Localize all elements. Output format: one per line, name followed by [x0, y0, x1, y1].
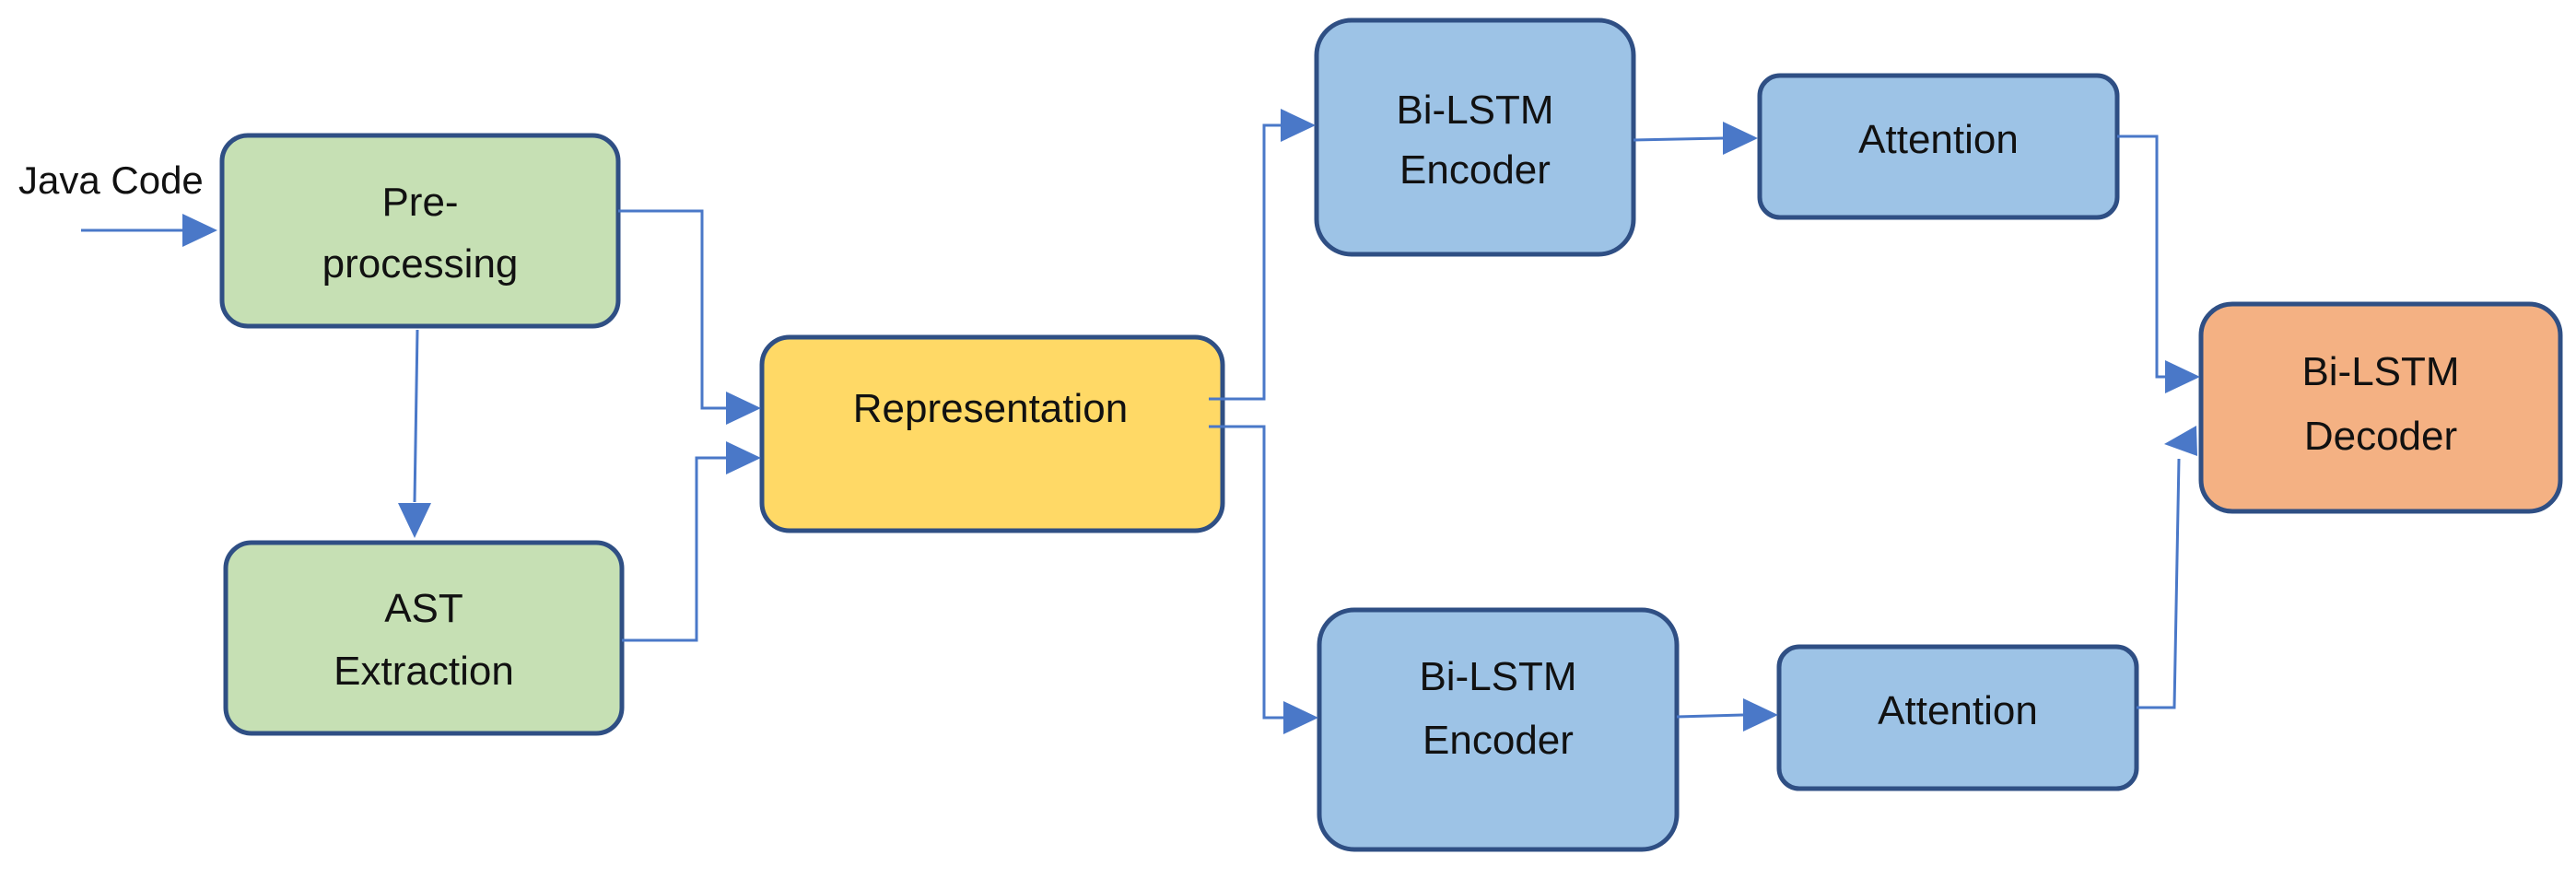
preprocessing-box	[219, 133, 621, 329]
bilstm-encoder-bottom-box	[1317, 607, 1680, 852]
ast-extraction-box	[223, 540, 625, 736]
attention-bottom-box	[1776, 644, 2139, 791]
ast-extraction-label-line1: AST	[384, 586, 463, 631]
arrow-attention-top-to-decoder-head	[2165, 360, 2200, 393]
arrow-representation-to-encoder-bottom	[1209, 425, 1283, 720]
attention-bottom-label: Attention	[1878, 688, 2038, 733]
bilstm-decoder-box	[2198, 301, 2563, 514]
arrow-preprocessing-to-representation-head	[726, 392, 761, 425]
arrow-attention-bottom-to-decoder-head	[2164, 426, 2197, 456]
arrow-encoder-top-to-attention-top	[1633, 136, 1724, 142]
arrow-representation-to-encoder-bottom-head	[1283, 701, 1318, 734]
preprocessing-label-line1: Pre-	[381, 180, 458, 225]
arrow-preprocessing-to-ast-head	[398, 503, 431, 538]
arrow-input-to-preprocessing-head	[182, 214, 217, 247]
arrow-ast-to-representation-head	[726, 441, 761, 474]
arrow-ast-to-representation	[622, 456, 726, 642]
arrow-encoder-bottom-to-attention-bottom	[1676, 713, 1744, 719]
preprocessing-label-line2: processing	[322, 241, 519, 287]
representation-box	[759, 334, 1225, 533]
arrow-encoder-top-to-attention-top-head	[1723, 122, 1758, 155]
arrow-preprocessing-to-ast	[413, 329, 419, 503]
encoder-top-label-line2: Encoder	[1399, 147, 1551, 193]
decoder-label-line2: Decoder	[2304, 414, 2457, 459]
encoder-bottom-label-line1: Bi-LSTM	[1419, 654, 1576, 699]
arrow-attention-bottom-to-decoder	[2137, 458, 2181, 709]
ast-extraction-label-line2: Extraction	[334, 649, 514, 694]
arrow-attention-top-to-decoder	[2117, 135, 2165, 379]
arrow-encoder-bottom-to-attention-bottom-head	[1743, 698, 1778, 732]
attention-top-box	[1757, 73, 2120, 220]
representation-label: Representation	[853, 386, 1128, 431]
encoder-bottom-label-line2: Encoder	[1423, 718, 1574, 763]
encoder-top-label-line1: Bi-LSTM	[1396, 88, 1553, 133]
bilstm-encoder-top-box	[1314, 18, 1636, 257]
arrow-representation-to-encoder-top	[1209, 123, 1281, 401]
java-code-label: Java Code	[18, 158, 204, 202]
arrow-preprocessing-to-representation	[618, 209, 726, 410]
arrow-representation-to-encoder-top-head	[1281, 109, 1316, 142]
decoder-label-line1: Bi-LSTM	[2301, 349, 2459, 394]
attention-top-label: Attention	[1858, 117, 2019, 162]
